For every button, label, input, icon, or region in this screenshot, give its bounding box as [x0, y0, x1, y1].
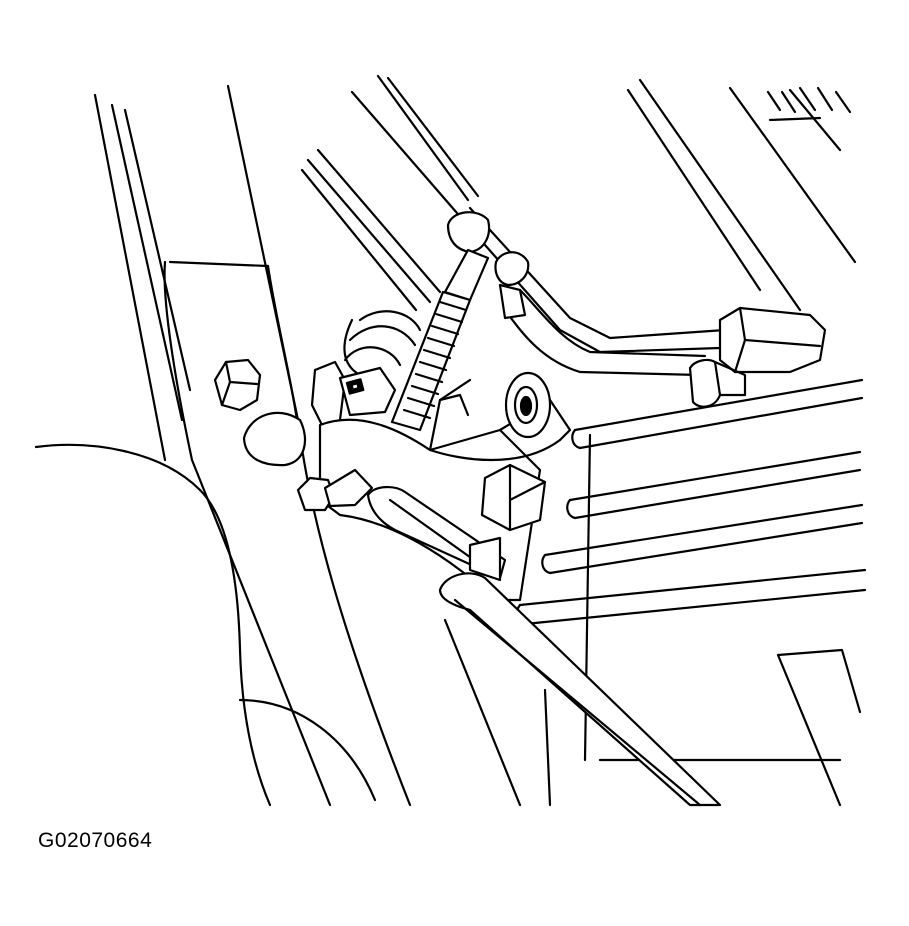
figure-id-label: G02070664 [38, 829, 153, 852]
square-connector [718, 306, 827, 374]
hex-nut [213, 358, 262, 412]
bracket-bolt [296, 468, 374, 512]
lower-right-bracket [776, 648, 862, 807]
pipe-right [503, 288, 747, 408]
connector-clip [310, 360, 397, 427]
body-panel [34, 418, 412, 807]
upper-right-body [626, 78, 857, 312]
bracket-block [480, 463, 547, 532]
center-bolt [504, 371, 552, 439]
main-rod [366, 486, 722, 807]
corrugated-hose [390, 290, 472, 432]
round-cap [242, 411, 307, 467]
left-pillar [93, 84, 302, 502]
grille-bars [516, 378, 867, 762]
